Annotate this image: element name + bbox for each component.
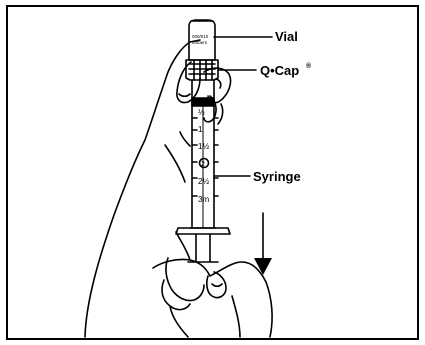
q-cap-label: Q•Cap bbox=[260, 63, 299, 78]
syringe-label: Syringe bbox=[253, 169, 301, 184]
scale-three: 3m bbox=[198, 195, 209, 204]
plunger-stopper bbox=[192, 98, 214, 106]
scale-half: ½ bbox=[198, 108, 205, 117]
vial-label: Vial bbox=[275, 29, 298, 44]
vial-print-line1: 000/010 bbox=[192, 34, 209, 39]
scale-one-half: 1½ bbox=[198, 142, 209, 151]
q-cap-registered-mark: ® bbox=[306, 62, 312, 70]
scale-one: 1 bbox=[198, 125, 203, 134]
scale-two: 2 bbox=[201, 161, 205, 168]
vial-print-line2: umbers bbox=[192, 40, 208, 45]
figure-border bbox=[7, 6, 418, 339]
scale-two-half: 2½ bbox=[198, 177, 209, 186]
